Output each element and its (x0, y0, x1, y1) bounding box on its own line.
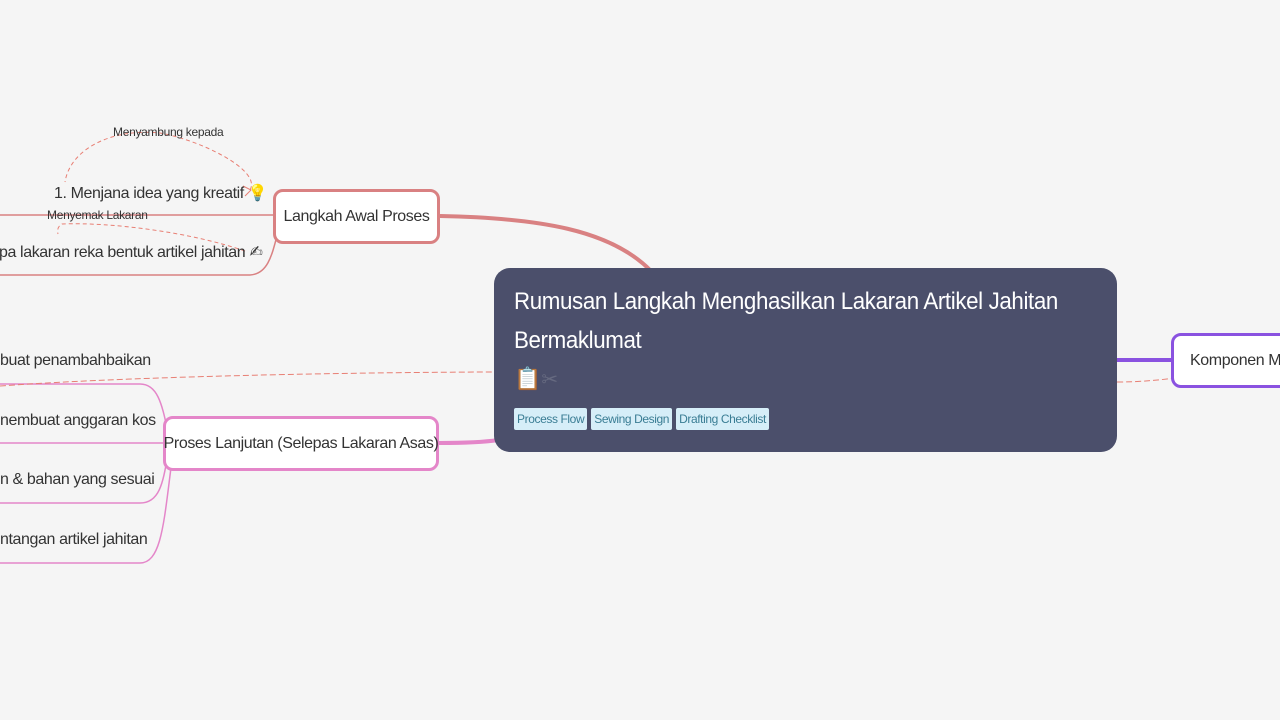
tag-process-flow[interactable]: Process Flow (514, 408, 588, 430)
relationship-label-menyemak[interactable]: Menyemak Lakaran (47, 208, 148, 222)
sub-line-lanjut-4 (0, 459, 173, 564)
topic-komponen[interactable]: Komponen Mak (1171, 333, 1280, 388)
relationship-arrow-menyambung (242, 185, 252, 197)
branch-line-awal (439, 214, 652, 272)
relationship-line-right (1116, 377, 1176, 383)
clipboard-icon: 📋 (514, 366, 542, 391)
central-topic-tags: Process Flow Sewing Design Drafting Chec… (514, 408, 1097, 430)
subtopic-lakaran-reka-bentuk[interactable]: pa lakaran reka bentuk artikel jahitan ✍ (0, 244, 263, 261)
subtopic-tentangan-artikel[interactable]: ntangan artikel jahitan (0, 531, 148, 548)
relationship-label-menyambung[interactable]: Menyambung kepada (113, 125, 224, 139)
relationship-line-menyambung (64, 131, 253, 191)
scissors-icon: ✂ (541, 369, 559, 391)
subtopic-penambahbaikan[interactable]: buat penambahbaikan (0, 352, 151, 369)
central-topic[interactable]: Rumusan Langkah Menghasilkan Lakaran Art… (494, 268, 1117, 452)
relationship-line-long (0, 371, 501, 387)
relationship-line-menyemak (57, 223, 246, 252)
subtopic-anggaran-kos[interactable]: nembuat anggaran kos (0, 412, 156, 429)
topic-langkah-awal-proses[interactable]: Langkah Awal Proses (273, 189, 440, 244)
subtopic-menjana-idea[interactable]: 1. Menjana idea yang kreatif 💡 (54, 185, 268, 202)
tag-drafting-checklist[interactable]: Drafting Checklist (676, 408, 769, 430)
tag-sewing-design[interactable]: Sewing Design (591, 408, 673, 430)
branch-line-lanjut (438, 438, 499, 445)
subtopic-bahan-sesuai[interactable]: n & bahan yang sesuai (0, 471, 155, 488)
central-topic-title: Rumusan Langkah Menghasilkan Lakaran Art… (514, 288, 1058, 354)
central-topic-icons: 📋✂ (514, 366, 1097, 396)
topic-proses-lanjutan[interactable]: Proses Lanjutan (Selepas Lakaran Asas) (163, 416, 439, 471)
